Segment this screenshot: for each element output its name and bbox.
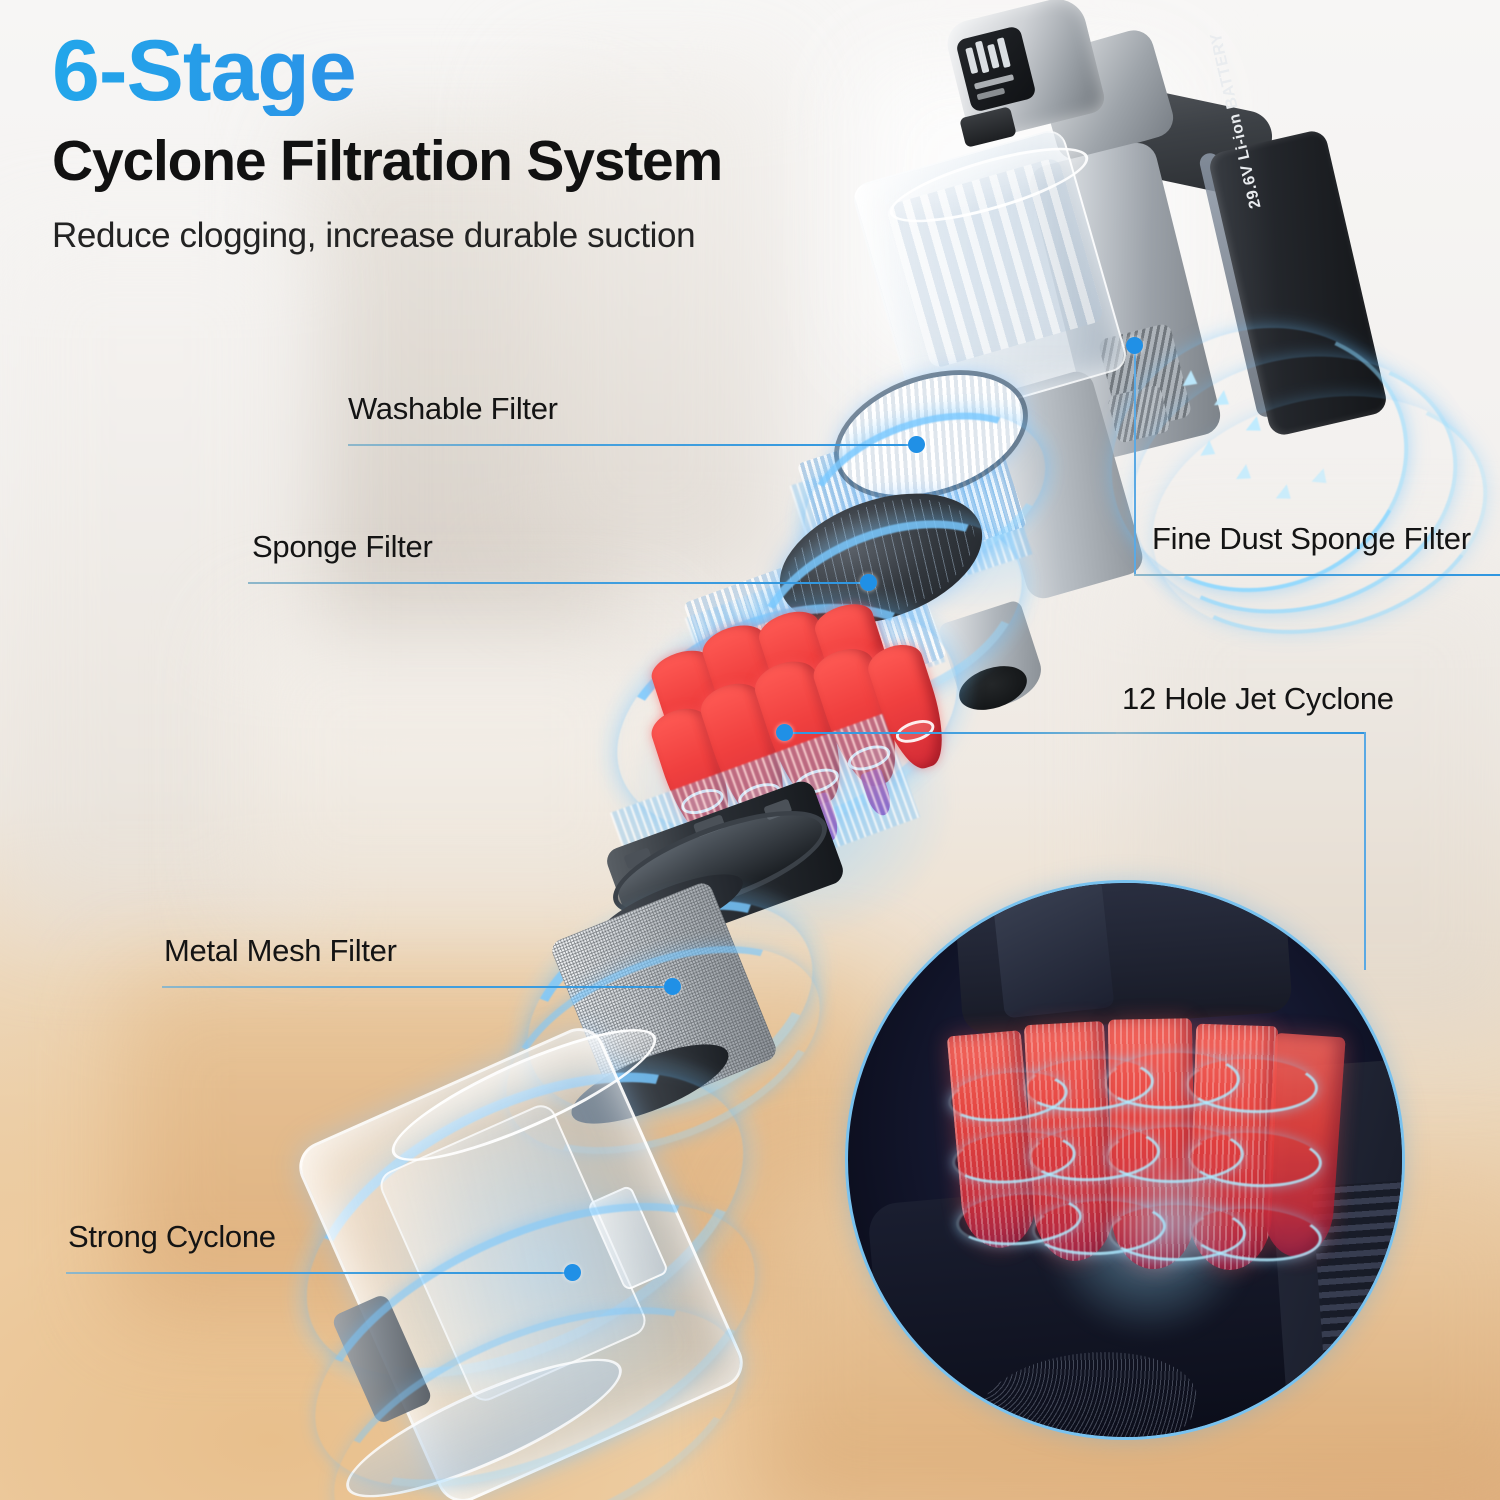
leader-line-jet-cyclone-underline bbox=[1116, 732, 1366, 734]
anchor-dot-jet-cyclone bbox=[776, 724, 793, 741]
callout-label-fine-dust-sponge-filter: Fine Dust Sponge Filter bbox=[1152, 521, 1471, 556]
callout-sponge-filter: Sponge Filter bbox=[252, 529, 433, 564]
leader-line-sponge-filter bbox=[248, 582, 868, 584]
callout-washable-filter: Washable Filter bbox=[348, 391, 558, 426]
callout-strong-cyclone: Strong Cyclone bbox=[68, 1219, 276, 1254]
cyclone-detail-inset bbox=[845, 880, 1405, 1440]
anchor-dot-fine-dust-sponge-filter bbox=[1126, 337, 1143, 354]
page-subtitle: Reduce clogging, increase durable suctio… bbox=[52, 215, 696, 255]
header-block: 6-Stage Cyclone Filtration System Reduce… bbox=[52, 27, 952, 256]
leader-line-strong-cyclone bbox=[66, 1272, 572, 1274]
headline-eyebrow: 6-Stage bbox=[52, 27, 952, 116]
leader-line-metal-mesh-filter bbox=[162, 986, 672, 988]
callout-label-washable-filter: Washable Filter bbox=[348, 391, 558, 426]
leader-line-washable-filter bbox=[348, 444, 916, 446]
anchor-dot-washable-filter bbox=[908, 436, 925, 453]
callout-label-sponge-filter: Sponge Filter bbox=[252, 529, 433, 564]
inset-latch bbox=[991, 883, 1115, 1019]
leader-line-fine-dust-horizontal bbox=[1134, 574, 1500, 576]
leader-line-jet-cyclone-vertical bbox=[1364, 732, 1366, 970]
callout-jet-cyclone: 12 Hole Jet Cyclone bbox=[1122, 681, 1394, 716]
anchor-dot-metal-mesh-filter bbox=[664, 978, 681, 995]
background-blur-shape bbox=[520, 60, 780, 580]
leader-line-fine-dust-vertical bbox=[1134, 345, 1136, 575]
inset-airflow-glow bbox=[1088, 1133, 1258, 1303]
callout-label-metal-mesh-filter: Metal Mesh Filter bbox=[164, 933, 397, 968]
callout-label-strong-cyclone: Strong Cyclone bbox=[68, 1219, 276, 1254]
anchor-dot-strong-cyclone bbox=[564, 1264, 581, 1281]
anchor-dot-sponge-filter bbox=[860, 574, 877, 591]
leader-line-jet-cyclone bbox=[784, 732, 1136, 734]
callout-metal-mesh-filter: Metal Mesh Filter bbox=[164, 933, 397, 968]
page-title: Cyclone Filtration System bbox=[52, 128, 723, 193]
callout-label-jet-cyclone: 12 Hole Jet Cyclone bbox=[1122, 681, 1394, 716]
callout-fine-dust-sponge-filter: Fine Dust Sponge Filter bbox=[1152, 521, 1471, 556]
